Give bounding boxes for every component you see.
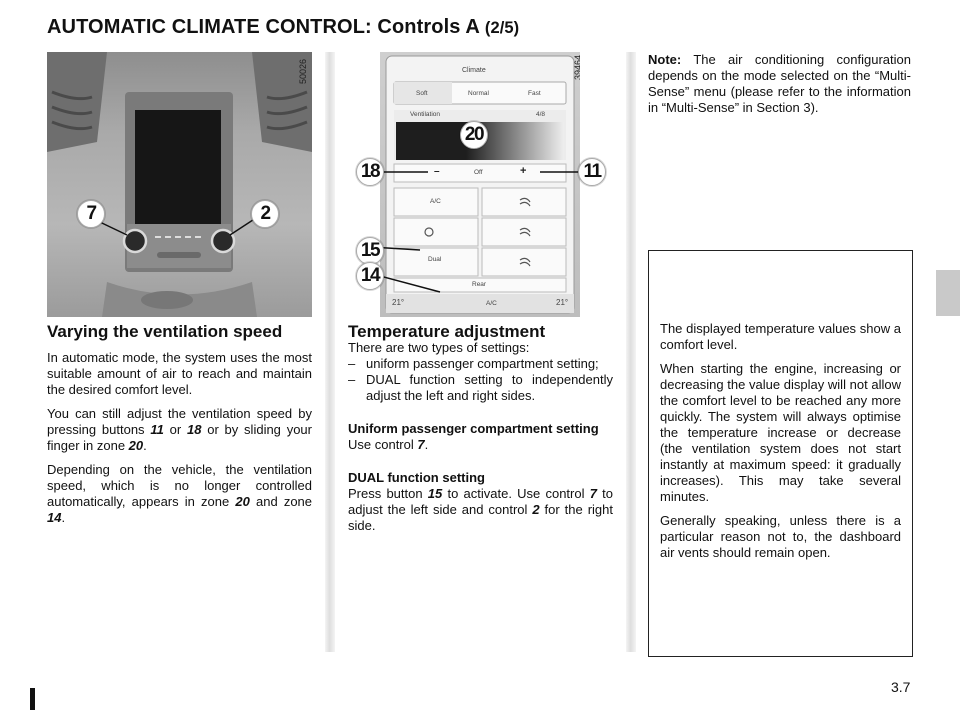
ventilation-level: 4/8 [536,111,546,118]
mode-normal: Normal [468,90,489,97]
dashboard-illustration: 7 2 50026 [47,52,312,317]
temp-right: 21° [556,298,569,307]
note-label: Note: [648,52,682,67]
callout-18: 18 [356,158,384,186]
ventilation-label: Ventilation [410,111,440,118]
uniform-text: Use control 7. [348,437,429,452]
ventilation-text: In automatic mode, the system uses the m… [47,350,312,534]
column-divider [626,52,636,652]
title-text: AUTOMATIC CLIMATE CONTROL: Controls A [47,16,480,38]
info-paragraph: When starting the engine, increasing or … [660,361,901,504]
column-divider [325,52,335,652]
callout-2: 2 [251,200,279,228]
temperature-text: There are two types of settings: uniform… [348,340,613,534]
bottom-ac: A/C [486,300,497,307]
figure-reference: 50026 [298,58,308,84]
temperature-intro: There are two types of settings: [348,340,530,355]
page-title: AUTOMATIC CLIMATE CONTROL: Controls A (2… [47,16,519,39]
dual-heading: DUAL function setting [348,470,485,485]
climate-screen-drawing [380,55,580,314]
uniform-heading: Uniform passenger compartment setting [348,421,599,436]
info-box: The displayed temperature values show a … [648,250,913,657]
dual-button: Dual [428,256,442,263]
dashboard-drawing [47,52,312,317]
minus-button: – [434,166,440,177]
setting-item: uniform passenger compartment setting; [348,356,613,372]
callout-15: 15 [356,237,384,265]
temperature-heading: Temperature adjustment [348,322,546,341]
info-paragraph: The displayed temperature values show a … [660,321,901,352]
ac-button: A/C [430,198,441,205]
off-button: Off [474,169,483,176]
section-tab [936,270,960,316]
ventilation-paragraph: In automatic mode, the system uses the m… [47,350,312,397]
setting-item: DUAL function setting to independently a… [348,372,613,404]
note-text: Note: The air conditioning configuration… [648,52,911,116]
rear-button: Rear [472,281,487,288]
info-paragraph: Generally speaking, unless there is a pa… [660,513,901,560]
callout-20: 20 [460,121,488,149]
ventilation-paragraph: You can still adjust the ventilation spe… [47,406,312,453]
page-number: 3.7 [891,679,911,695]
callout-14: 14 [356,262,384,290]
callout-7: 7 [77,200,105,228]
callout-11: 11 [578,158,606,186]
climate-screen-illustration: Climate Soft Normal Fast Ventilation 4/8… [380,52,580,317]
title-part: (2/5) [484,19,520,37]
ventilation-heading: Varying the ventilation speed [47,322,283,341]
corner-mark [30,688,35,710]
info-box-text: The displayed temperature values show a … [660,321,901,569]
plus-button: + [520,165,527,177]
ventilation-paragraph: Depending on the vehicle, the ventilatio… [47,462,313,525]
mode-fast: Fast [528,90,541,97]
note-body: The air conditioning configuration depen… [648,52,911,115]
mode-soft: Soft [416,90,428,97]
dual-text: Press button 15 to activate. Use control… [348,486,613,533]
screen-title: Climate [462,67,486,74]
figure-reference: 39464 [573,54,580,80]
temp-left: 21° [392,298,405,307]
